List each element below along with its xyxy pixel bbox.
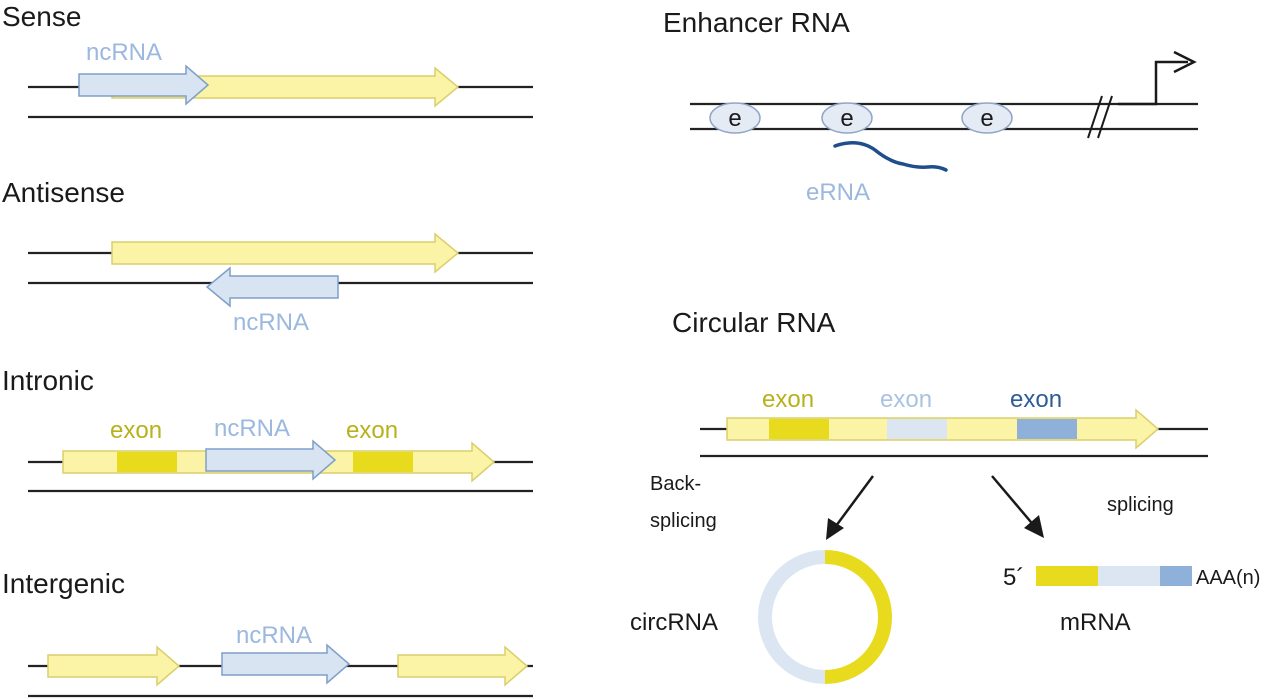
ncrna-arrow bbox=[221, 643, 351, 685]
exon-block-1 bbox=[769, 419, 829, 439]
antisense-title: Antisense bbox=[2, 177, 125, 208]
enhancer-element-2: e bbox=[821, 102, 873, 134]
sense-ncrna-label: ncRNA bbox=[86, 39, 162, 66]
enhancer-mark: e bbox=[840, 105, 853, 132]
break-mark-1 bbox=[1087, 95, 1103, 139]
intronic-panel: Intronic exon ncRNA exon bbox=[2, 365, 533, 493]
antisense-ncrna-label: ncRNA bbox=[233, 309, 309, 336]
mrna-exon-1 bbox=[1036, 566, 1098, 586]
circular-panel: Circular RNA exon exon exon Back- splici… bbox=[630, 307, 1260, 684]
gene-arrow bbox=[111, 232, 460, 274]
enhancer-mark: e bbox=[728, 105, 741, 132]
exon-block-3 bbox=[1017, 419, 1077, 439]
intergenic-ncrna-label: ncRNA bbox=[236, 622, 312, 649]
transcription-start-arrow bbox=[1118, 60, 1188, 106]
enhancer-element-1: e bbox=[709, 102, 761, 134]
polya-tail-label: AAA(n) bbox=[1196, 567, 1260, 589]
sense-title: Sense bbox=[2, 1, 81, 32]
circrna-label: circRNA bbox=[630, 609, 718, 636]
enhancer-title: Enhancer RNA bbox=[663, 7, 850, 38]
erna-transcript bbox=[833, 141, 948, 172]
gene-arrow-left bbox=[47, 645, 181, 687]
exon-block-2 bbox=[887, 419, 947, 439]
erna-label: eRNA bbox=[806, 179, 870, 206]
exon-block-left bbox=[117, 452, 177, 472]
five-prime-label: 5´ bbox=[1003, 564, 1024, 591]
intergenic-panel: Intergenic ncRNA bbox=[2, 568, 533, 698]
mrna-label: mRNA bbox=[1060, 609, 1131, 636]
backsplicing-arrowhead bbox=[826, 518, 844, 540]
gene-arrow-right bbox=[397, 645, 529, 687]
exon-3-label: exon bbox=[1010, 386, 1062, 413]
splicing-arrow bbox=[991, 475, 1037, 529]
antisense-panel: Antisense ncRNA bbox=[2, 177, 533, 336]
sense-panel: Sense ncRNA bbox=[2, 1, 533, 119]
break-mark-2 bbox=[1097, 95, 1113, 139]
transcription-start-arrowhead bbox=[1173, 50, 1197, 74]
intronic-ncrna-label: ncRNA bbox=[214, 415, 290, 442]
intronic-exon-left-label: exon bbox=[110, 417, 162, 444]
exon-1-label: exon bbox=[762, 386, 814, 413]
mrna-exon-2 bbox=[1098, 566, 1160, 586]
ncrna-arrow bbox=[78, 64, 210, 106]
splicing-label: splicing bbox=[1107, 494, 1174, 516]
circrna-ring bbox=[758, 550, 892, 684]
backsplicing-arrow bbox=[831, 475, 875, 531]
intronic-exon-right-label: exon bbox=[346, 417, 398, 444]
backsplicing-label-line2: splicing bbox=[650, 510, 717, 532]
exon-2-label: exon bbox=[880, 386, 932, 413]
enhancer-panel: Enhancer RNA e e e eRNA bbox=[663, 7, 1198, 206]
backsplicing-label-line1: Back- bbox=[650, 473, 701, 495]
enhancer-mark: e bbox=[980, 105, 993, 132]
exon-block-right bbox=[353, 452, 413, 472]
splicing-arrowhead bbox=[1024, 515, 1044, 538]
mrna-strip bbox=[1036, 566, 1192, 586]
ncrna-arrow-reverse bbox=[205, 266, 339, 308]
intergenic-title: Intergenic bbox=[2, 568, 125, 599]
ncrna-arrow bbox=[205, 439, 337, 481]
intronic-title: Intronic bbox=[2, 365, 94, 396]
circular-title: Circular RNA bbox=[672, 307, 836, 338]
mrna-exon-3 bbox=[1160, 566, 1192, 586]
enhancer-element-3: e bbox=[961, 102, 1013, 134]
